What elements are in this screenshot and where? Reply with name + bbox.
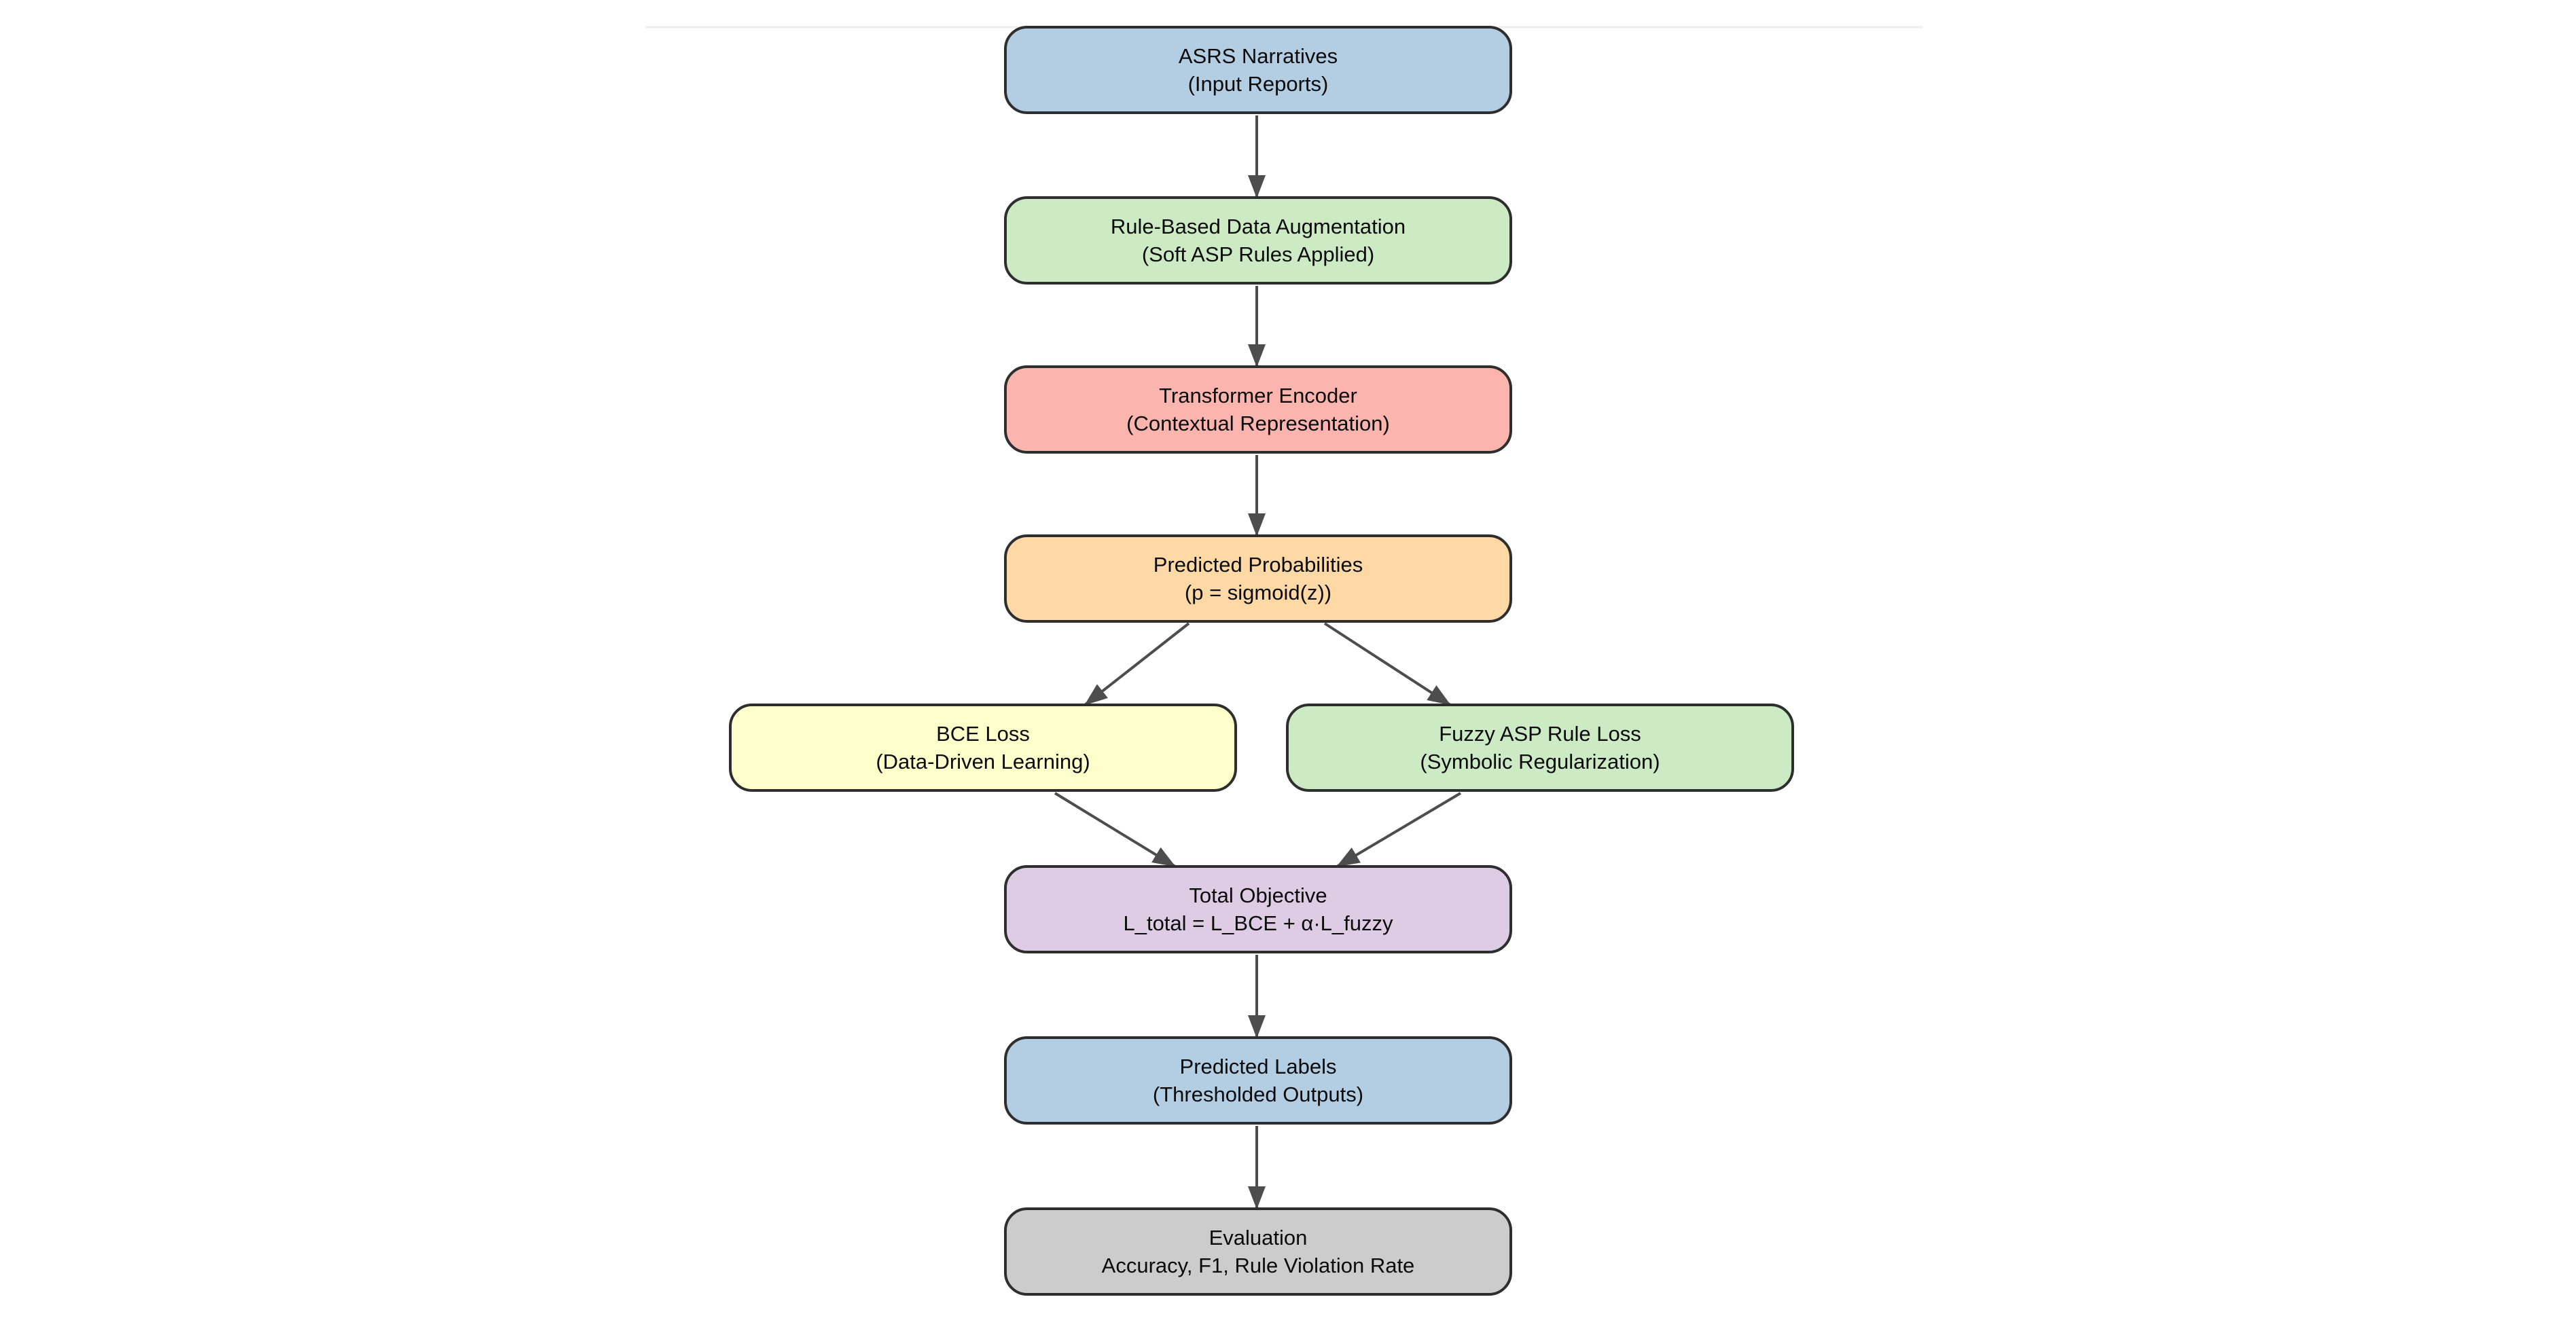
node-evaluation: Evaluation Accuracy, F1, Rule Violation … xyxy=(1004,1207,1512,1296)
node-title: Predicted Labels xyxy=(1179,1055,1337,1078)
node-title: ASRS Narratives xyxy=(1178,44,1338,68)
node-title: Rule-Based Data Augmentation xyxy=(1110,215,1406,238)
node-predicted-labels: Predicted Labels (Thresholded Outputs) xyxy=(1004,1036,1512,1125)
node-subtitle: (Symbolic Regularization) xyxy=(1420,750,1660,773)
node-subtitle: (Thresholded Outputs) xyxy=(1152,1082,1364,1106)
node-total-objective: Total Objective L_total = L_BCE + α·L_fu… xyxy=(1004,865,1512,953)
node-title: Transformer Encoder xyxy=(1159,384,1357,407)
edge-probabilities-to-fuzzy xyxy=(1323,622,1452,706)
node-bce-loss: BCE Loss (Data-Driven Learning) xyxy=(729,704,1237,792)
node-title: Evaluation xyxy=(1209,1226,1308,1250)
node-subtitle: (Soft ASP Rules Applied) xyxy=(1141,242,1375,266)
node-title: Predicted Probabilities xyxy=(1153,553,1363,577)
node-asrs-narratives: ASRS Narratives (Input Reports) xyxy=(1004,26,1512,114)
node-title: Fuzzy ASP Rule Loss xyxy=(1439,722,1641,746)
node-predicted-probabilities: Predicted Probabilities (p = sigmoid(z)) xyxy=(1004,534,1512,623)
node-subtitle: L_total = L_BCE + α·L_fuzzy xyxy=(1123,911,1393,935)
edge-bce-to-objective xyxy=(1054,792,1177,868)
node-data-augmentation: Rule-Based Data Augmentation (Soft ASP R… xyxy=(1004,196,1512,285)
node-subtitle: (Input Reports) xyxy=(1187,72,1329,96)
edge-probabilities-to-bce xyxy=(1084,622,1190,706)
node-subtitle: (Data-Driven Learning) xyxy=(876,750,1090,773)
node-subtitle: (Contextual Representation) xyxy=(1126,412,1390,435)
node-title: BCE Loss xyxy=(936,722,1030,746)
node-subtitle: Accuracy, F1, Rule Violation Rate xyxy=(1101,1254,1415,1277)
node-fuzzy-asp-rule-loss: Fuzzy ASP Rule Loss (Symbolic Regulariza… xyxy=(1286,704,1794,792)
node-subtitle: (p = sigmoid(z)) xyxy=(1184,581,1332,604)
node-transformer-encoder: Transformer Encoder (Contextual Represen… xyxy=(1004,365,1512,454)
edge-fuzzy-to-objective xyxy=(1336,792,1462,868)
node-title: Total Objective xyxy=(1189,883,1327,907)
